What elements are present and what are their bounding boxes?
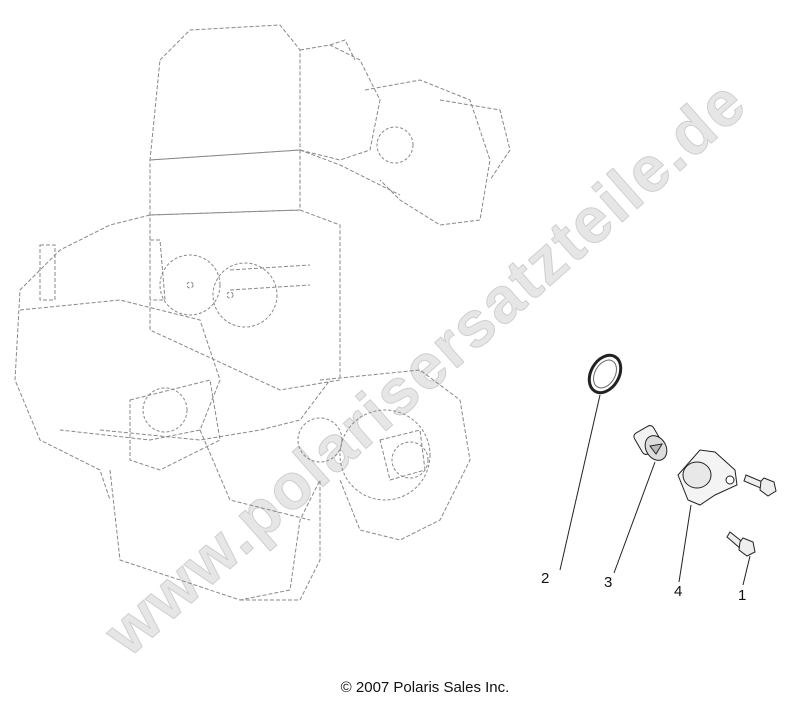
part-1-bolt: [726, 474, 777, 557]
engine-outline: [14, 24, 511, 601]
part-2-gasket: [587, 353, 623, 395]
part-4-thermostat-housing: [677, 449, 738, 506]
callout-1: 1: [738, 587, 747, 604]
copyright-notice: © 2007 Polaris Sales Inc.: [340, 679, 510, 696]
callout-3: 3: [604, 574, 613, 591]
part-3-thermostat: [633, 425, 668, 461]
leader-lines: [559, 394, 751, 586]
callout-4: 4: [674, 583, 683, 600]
callout-2: 2: [541, 570, 550, 587]
